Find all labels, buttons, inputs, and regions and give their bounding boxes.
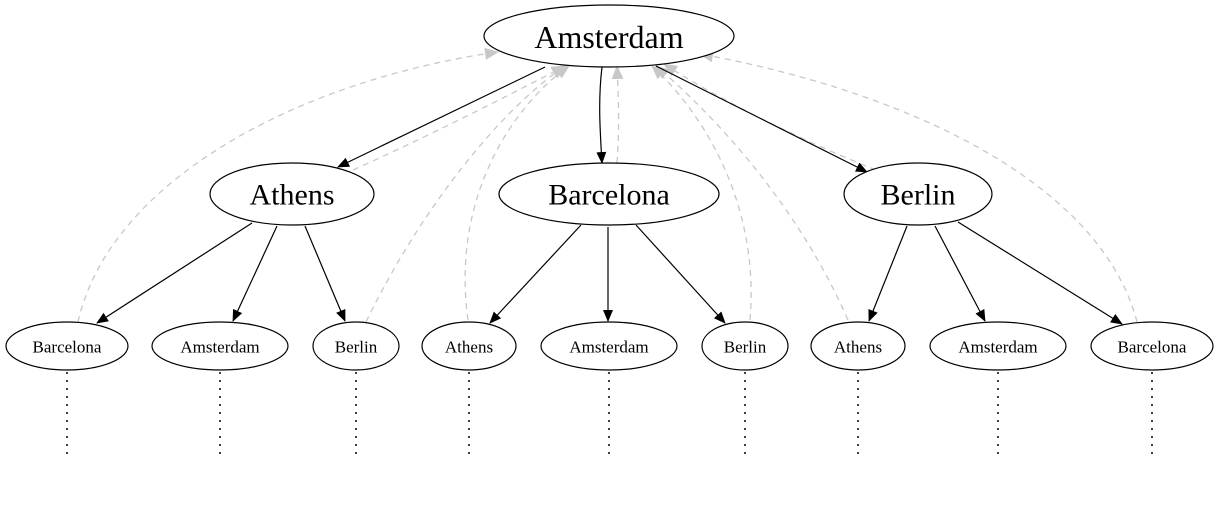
back-edge-berlin2-to-root: [651, 65, 752, 321]
node-athens-barcelona: Barcelona: [5, 321, 129, 371]
node-label: Athens: [445, 338, 493, 357]
truncation-lines: [66, 372, 1153, 460]
back-edge-berlin-to-root: [365, 65, 566, 323]
edge-root-barcelona: [596, 66, 607, 164]
node-label: Athens: [250, 179, 335, 212]
node-barcelona-amsterdam: Amsterdam: [540, 321, 678, 371]
node-label: Amsterdam: [180, 338, 259, 357]
edge-athens-barcelona: [96, 222, 253, 324]
back-edge-barcelona3-to-root: [699, 50, 1138, 323]
edge-athens-amsterdam: [232, 225, 278, 322]
back-edge-athens2-to-root: [464, 65, 570, 321]
back-edge-barcelona-mid-to-root: [611, 65, 624, 164]
node-barcelona: Barcelona: [498, 162, 720, 226]
node-label: Athens: [834, 338, 882, 357]
edge-barcelona-athens: [489, 224, 582, 324]
node-berlin: Berlin: [843, 162, 993, 226]
edge-berlin-amsterdam: [934, 225, 986, 322]
node-root-amsterdam: Amsterdam: [483, 4, 735, 68]
edge-barcelona-berlin: [635, 224, 726, 324]
back-edge-athens3-to-root: [655, 65, 849, 321]
node-berlin-amsterdam: Amsterdam: [929, 321, 1067, 371]
node-barcelona-athens: Athens: [421, 321, 517, 371]
edge-root-athens: [337, 66, 546, 168]
node-barcelona-berlin: Berlin: [701, 321, 789, 371]
edge-berlin-barcelona: [957, 221, 1123, 325]
node-berlin-barcelona: Barcelona: [1090, 321, 1214, 371]
edge-berlin-athens: [868, 225, 908, 322]
node-label: Amsterdam: [534, 19, 683, 55]
node-label: Barcelona: [1118, 338, 1187, 357]
edge-root-berlin: [655, 65, 868, 173]
node-label: Berlin: [724, 338, 767, 357]
node-berlin-athens: Athens: [810, 321, 906, 371]
node-athens: Athens: [209, 162, 375, 226]
tree-edges: [96, 65, 1123, 325]
node-label: Amsterdam: [569, 338, 648, 357]
node-label: Berlin: [335, 338, 378, 357]
node-label: Berlin: [881, 179, 956, 212]
edge-athens-berlin: [304, 225, 346, 322]
node-athens-amsterdam: Amsterdam: [151, 321, 289, 371]
back-edge-barcelona-to-root: [77, 47, 499, 323]
node-label: Barcelona: [548, 179, 670, 212]
node-label: Barcelona: [33, 338, 102, 357]
node-athens-berlin: Berlin: [312, 321, 400, 371]
node-label: Amsterdam: [958, 338, 1037, 357]
back-edge-athens-to-root: [352, 65, 566, 171]
